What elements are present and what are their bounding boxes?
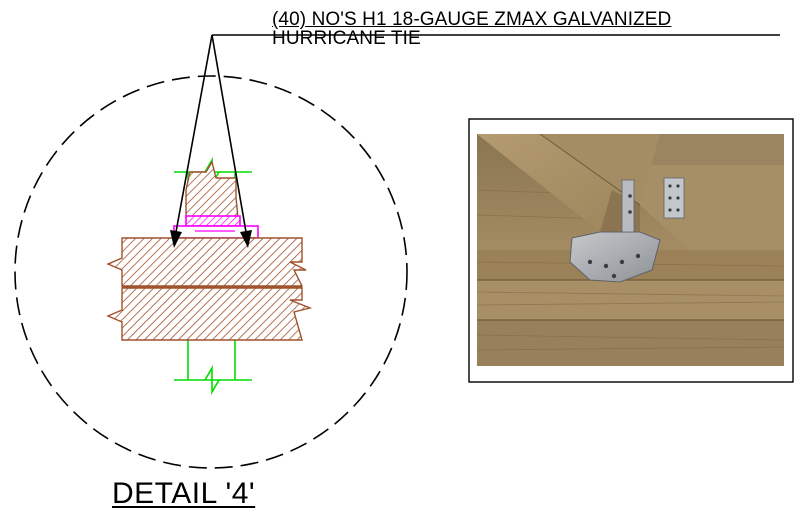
callout-leader bbox=[175, 34, 780, 233]
render-image bbox=[477, 134, 784, 366]
top-plate-members bbox=[106, 237, 313, 341]
detail-title: DETAIL '4' bbox=[112, 477, 256, 510]
callout-line-2: HURRICANE TIE bbox=[272, 28, 421, 49]
detail-circle bbox=[14, 75, 408, 469]
callout-line-1: (40) NO'S H1 18-GAUGE ZMAX GALVANIZED bbox=[272, 9, 672, 30]
rafter-section bbox=[185, 160, 239, 219]
leader-arrow-right bbox=[240, 230, 252, 248]
callout-note: (40) NO'S H1 18-GAUGE ZMAX GALVANIZED HU… bbox=[272, 10, 671, 48]
leader-arrow-left bbox=[170, 230, 182, 248]
